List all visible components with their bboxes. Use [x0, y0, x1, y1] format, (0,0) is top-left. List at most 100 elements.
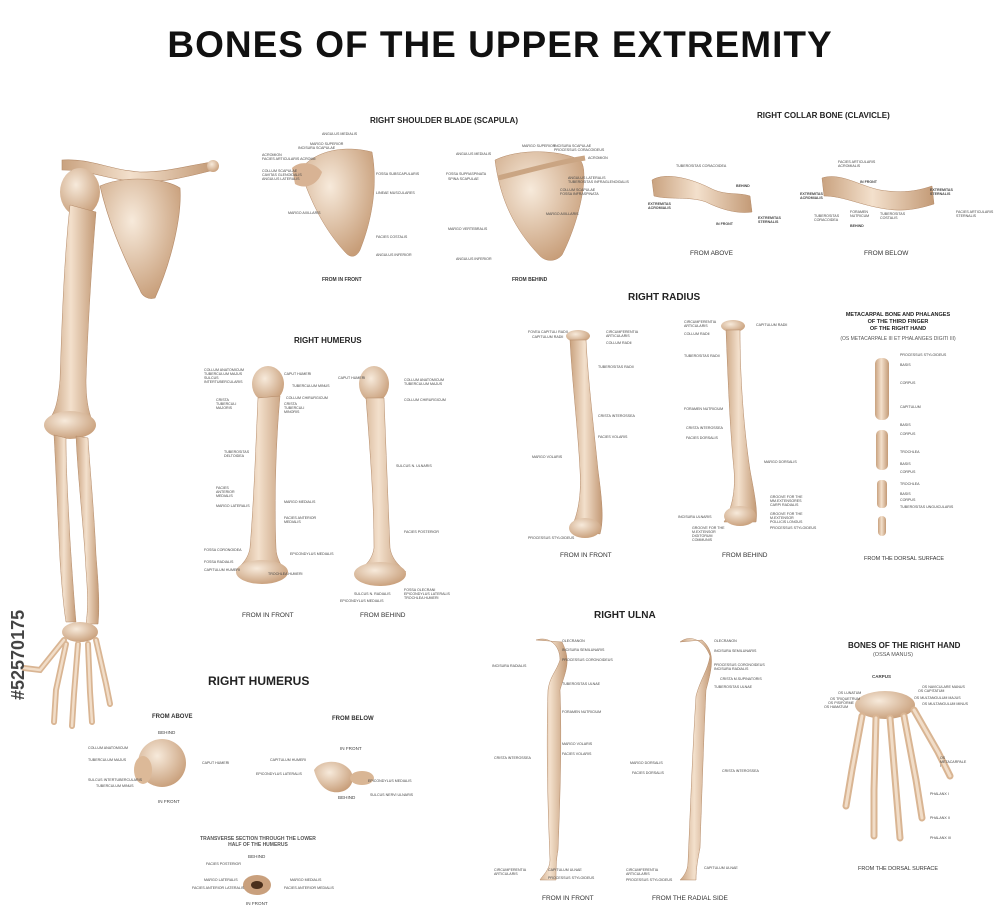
- label: ANGULUS INFERIOR: [376, 253, 412, 257]
- humerus-behind-view-label: FROM BEHIND: [360, 612, 406, 619]
- label: CAPITULUM HUMERI: [270, 758, 306, 762]
- label: IN FRONT: [158, 799, 180, 804]
- humerus-behind-right-labels: COLLUM ANATOMICUM TUBERCULUM MAJUS COLLU…: [404, 378, 450, 600]
- label: CORPUS: [900, 432, 916, 436]
- humerus-front-right-labels: CAPUT HUMERI TUBERCULUM MINUS COLLUM CHI…: [268, 372, 334, 576]
- label: FACIES POSTERIOR: [206, 862, 241, 866]
- label: CAPITULUM ULNAE: [704, 866, 738, 870]
- label: SULCUS N. RADIALIS: [354, 592, 391, 596]
- label: ANGULUS LATERALIS: [262, 177, 300, 181]
- label: FACIES ANTERIOR MEDIALIS: [284, 516, 317, 524]
- page-title: BONES OF THE UPPER EXTREMITY: [167, 24, 833, 65]
- scapula-drawings: [292, 148, 586, 261]
- label: CAPITULUM ULNAE: [548, 868, 582, 872]
- label: BASIS: [900, 462, 911, 466]
- label: COLLUM SCAPULAE: [262, 169, 298, 173]
- label: OS PISIFORME: [828, 701, 854, 705]
- label: TUBERCULUM MINUS: [96, 784, 134, 788]
- label: BEHIND: [850, 224, 864, 228]
- humerus-end-views: [134, 739, 374, 895]
- label: OS NAVICULARE MANUS: [922, 685, 965, 689]
- label: MARGO VERTEBRALIS: [448, 227, 488, 231]
- label: OS METACARPALE I: [940, 756, 967, 768]
- label: CAPITULUM: [900, 405, 921, 409]
- label: SULCUS NERVI ULNARIS: [370, 793, 414, 797]
- label: TROCHLEA HUMERI: [268, 572, 303, 576]
- label: CRISTA INTEROSSEA: [722, 769, 759, 773]
- label: INCISURA SEMILUNARIS: [562, 648, 605, 652]
- label: MARGO VOLARIS: [532, 455, 563, 459]
- label: COLLUM RADII: [606, 341, 632, 345]
- label: BEHIND: [338, 795, 356, 800]
- label: MARGO DORSALIS: [630, 761, 663, 765]
- label: OS MULTANGULUM MAJUS: [914, 696, 961, 700]
- label: EXTREMITAS STERNALIS: [758, 216, 781, 224]
- label: BASIS: [900, 423, 911, 427]
- label: COLLUM CHIRURGICUM: [286, 396, 328, 400]
- label: TUBEROSITAS ULNAE: [714, 685, 753, 689]
- label: FOSSA SUBSCAPULARIS: [376, 172, 420, 176]
- label: TUBEROSITAS INFRAGLENOIDALIS: [568, 180, 629, 184]
- humerus2-title: RIGHT HUMERUS: [208, 674, 310, 688]
- label: INCISURA RADIALIS: [714, 667, 749, 671]
- label: TUBEROSITAS UNGUICULARIS: [900, 505, 954, 509]
- label: GROOVE FOR THE M.EXTENSOR DIGITORUM COMM…: [692, 526, 725, 542]
- label: OLECRANON: [714, 639, 737, 643]
- label: FOVEA CAPITULI RADII: [528, 330, 568, 334]
- label: FORAMEN NUTRICIUM: [684, 407, 724, 411]
- label: CIRCUMFERENTIA ARTICULARIS: [606, 330, 638, 338]
- label: CAPITULUM RADII: [756, 323, 788, 327]
- label: MARGO SUPERIOR: [522, 144, 556, 148]
- label: MARGO DORSALIS: [764, 460, 797, 464]
- label: COLLUM ANATOMICUM: [404, 378, 445, 382]
- label: FACIES ANTERIOR MEDIALIS: [216, 486, 235, 498]
- label: EPICONDYLUS LATERALIS: [256, 772, 302, 776]
- label: TUBERCULUM MAJUS: [404, 382, 443, 386]
- label: MARGO MEDIALIS: [284, 500, 316, 504]
- label: TUBEROSITAS CORACOIDEA: [676, 164, 727, 168]
- label: OS LUNATUM: [838, 691, 862, 695]
- label: FACIES ARTICULARIS ACROMIALIS: [838, 160, 876, 168]
- hand-drawings: [842, 691, 954, 842]
- label: COLLUM ANATOMICUM: [204, 368, 245, 372]
- label: IN FRONT: [716, 222, 733, 226]
- label: MARGO VOLARIS: [562, 742, 593, 746]
- label: BEHIND: [736, 184, 750, 188]
- scapula-behind-right-labels: MARGO SUPERIOR INCISURA SCAPULAE PROCESS…: [522, 144, 629, 216]
- label: FORAMEN NUTRICIUM: [562, 710, 602, 714]
- label: EXTREMITAS STERNALIS: [930, 188, 953, 196]
- label: OS HAMATUM: [824, 705, 849, 709]
- label: CIRCUMFERENTIA ARTICULARIS: [494, 868, 526, 876]
- hand-subtitle: (OSSA MANUS): [872, 652, 914, 658]
- label: FACIES ARTICULARIS STERNALIS: [956, 210, 994, 218]
- label: MARGO MEDIALIS: [290, 878, 322, 882]
- label: IN FRONT: [340, 746, 362, 751]
- label: CAPITULUM HUMERI: [204, 568, 240, 572]
- label: FACIES DORSALIS: [686, 436, 718, 440]
- humerus-front-view-label: FROM IN FRONT: [242, 612, 294, 619]
- hand-title: BONES OF THE RIGHT HAND: [848, 641, 961, 650]
- hand-left-labels: OS LUNATUM OS TRIQUETRUM OS PISIFORME OS…: [824, 691, 862, 709]
- label: INCISURA ULNARIS: [678, 515, 712, 519]
- label: COLLUM SCAPULAE: [560, 188, 596, 192]
- label: TUBERCULUM MAJUS: [88, 758, 127, 762]
- scapula-front-view-label: FROM IN FRONT: [322, 277, 362, 283]
- label: CORPUS: [900, 470, 916, 474]
- label: CAPUT HUMERI: [338, 376, 366, 380]
- scapula-title: RIGHT SHOULDER BLADE (SCAPULA): [370, 116, 518, 125]
- scapula-front-right-labels: FOSSA SUBSCAPULARIS LINEAE MUSCULARES FA…: [376, 172, 419, 257]
- label: FACIES ANTERIOR LATERALIS: [192, 886, 245, 890]
- label: FACIES ANTERIOR MEDIALIS: [284, 886, 334, 890]
- label: EPICONDYLUS MEDIALIS: [340, 599, 384, 603]
- label: COLLUM ANATOMICUM: [88, 746, 129, 750]
- label: MARGO AXILLARIS: [546, 212, 579, 216]
- label: COLLUM CHIRURGICUM: [404, 398, 446, 402]
- finger-view-label: FROM THE DORSAL SURFACE: [864, 556, 945, 562]
- label: INCISURA SEMILUNARIS: [714, 649, 757, 653]
- label: GROOVE FOR THE MM.EXTENSORES CARPI RADIA…: [770, 495, 803, 507]
- stock-id: #52570175: [8, 609, 28, 700]
- label: CORPUS: [900, 498, 916, 502]
- ulna-drawings: [535, 638, 712, 881]
- label: BASIS: [900, 492, 911, 496]
- label: FACIES DORSALIS: [632, 771, 664, 775]
